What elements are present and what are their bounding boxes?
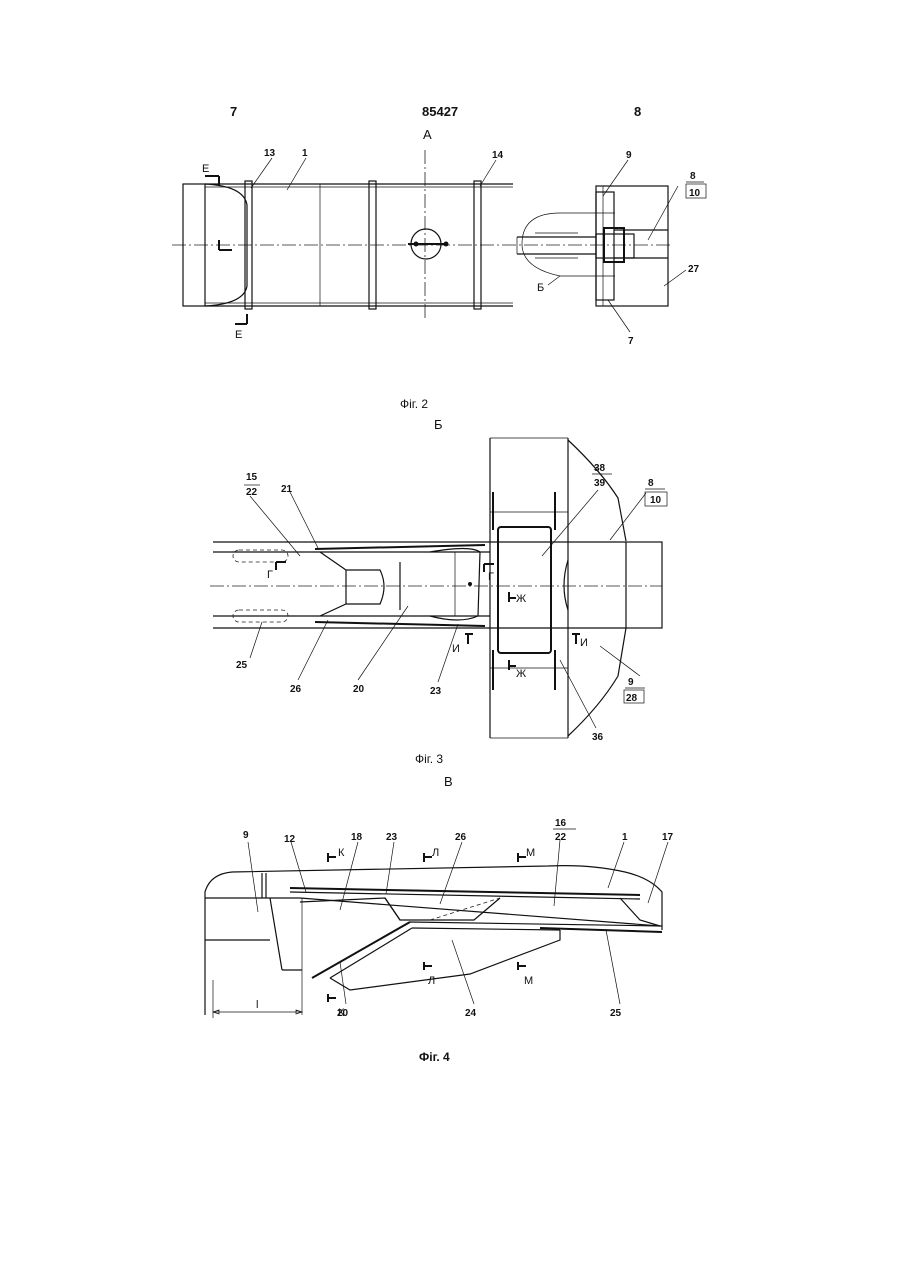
fig2-ref-8: 8 (690, 171, 696, 182)
fig2-section-e-top: Е (202, 163, 209, 175)
fig4-section-l-bot: Л (428, 975, 435, 987)
fig3-ref-21: 21 (281, 484, 293, 495)
fig4-ref-22: 22 (555, 832, 567, 843)
fig4-drawing: 9 12 18 23 26 16 22 1 17 20 24 25 l К К … (205, 818, 674, 1019)
fig3-ref-22: 22 (246, 487, 258, 498)
fig2-ref-13: 13 (264, 148, 276, 159)
fig4-dim-l: l (256, 999, 258, 1011)
fig4-section-m-bot: М (524, 975, 533, 987)
fig3-ref-8: 8 (648, 478, 654, 489)
fig3-ref-25: 25 (236, 660, 248, 671)
fig3-section-i-right: И (580, 637, 588, 649)
fig2-section-b: Б (537, 282, 544, 294)
fig3-section-zh-top: Ж (516, 593, 526, 605)
fig2-ref-10: 10 (689, 188, 701, 199)
fig4-section-m-top: М (526, 847, 535, 859)
fig2-section-e-bottom: Е (235, 329, 242, 341)
fig4-section-k-top: К (338, 847, 345, 859)
fig2-ref-9: 9 (626, 150, 632, 161)
fig4-ref-24: 24 (465, 1008, 477, 1019)
fig3-ref-36: 36 (592, 732, 604, 743)
fig4-section-k-bot: К (338, 1007, 345, 1019)
fig3-ref-26: 26 (290, 684, 302, 695)
fig4-ref-9: 9 (243, 830, 249, 841)
fig2-drawing: 13 1 14 9 8 10 27 7 Е Е Б (172, 148, 706, 347)
fig2-ref-27: 27 (688, 264, 700, 275)
fig3-section-g-bot: Г (488, 571, 494, 583)
fig3-section-g-top: Г (267, 569, 273, 581)
fig4-ref-12: 12 (284, 834, 296, 845)
fig4-ref-1: 1 (622, 832, 628, 843)
fig4-ref-25: 25 (610, 1008, 622, 1019)
fig3-section-i-left: И (452, 643, 460, 655)
fig3-ref-39: 39 (594, 478, 606, 489)
fig2-ref-1: 1 (302, 148, 308, 159)
fig3-ref-28: 28 (626, 693, 638, 704)
fig3-ref-15: 15 (246, 472, 258, 483)
fig3-drawing: 15 22 21 38 39 8 10 25 26 20 23 9 28 36 … (210, 438, 667, 743)
fig3-section-zh-bot: Ж (516, 668, 526, 680)
fig4-section-l-top: Л (432, 847, 439, 859)
fig3-ref-9: 9 (628, 677, 634, 688)
fig4-ref-16: 16 (555, 818, 567, 829)
fig2-ref-14: 14 (492, 150, 504, 161)
fig3-ref-20: 20 (353, 684, 365, 695)
fig3-ref-23: 23 (430, 686, 442, 697)
fig2-ref-7: 7 (628, 336, 634, 347)
fig3-ref-38: 38 (594, 463, 606, 474)
fig4-ref-18: 18 (351, 832, 363, 843)
fig4-ref-23: 23 (386, 832, 398, 843)
fig4-ref-17: 17 (662, 832, 674, 843)
fig4-ref-26: 26 (455, 832, 467, 843)
fig3-ref-10: 10 (650, 495, 662, 506)
